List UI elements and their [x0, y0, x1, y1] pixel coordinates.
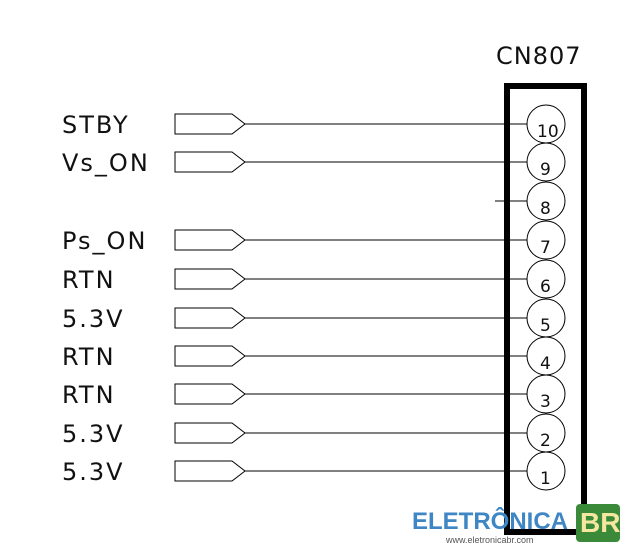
- pin-circle: [526, 259, 566, 299]
- net-flag: [174, 113, 246, 135]
- connector-body: [504, 83, 587, 535]
- net-label: 5.3V: [62, 458, 125, 486]
- watermark-logo: ELETRÔNICA www.eletronicabr.com BR: [412, 504, 641, 549]
- pin-number: 8: [540, 199, 551, 219]
- net-flag: [174, 345, 246, 367]
- net-flag: [174, 422, 246, 444]
- pin-number: 10: [537, 122, 559, 142]
- net-label: RTN: [62, 381, 116, 409]
- net-label: Vs_ON: [62, 149, 150, 177]
- pin-number: 4: [540, 354, 551, 374]
- watermark-badge: BR: [576, 504, 620, 542]
- net-flag: [174, 229, 246, 251]
- connector-name: CN807: [496, 42, 582, 70]
- watermark-badge-text: BR: [580, 507, 621, 538]
- watermark-url: www.eletronicabr.com: [446, 535, 534, 545]
- pin-circle: [526, 181, 566, 221]
- pin-number: 2: [540, 431, 551, 451]
- pin-number: 5: [540, 316, 551, 336]
- watermark-brand: ELETRÔNICA: [412, 508, 568, 535]
- net-flag: [174, 268, 246, 290]
- net-flag: [174, 460, 246, 482]
- pin-circle: [526, 142, 566, 182]
- pin-circle: [526, 220, 566, 260]
- net-label: STBY: [62, 111, 130, 139]
- net-flag: [174, 151, 246, 173]
- pin-number: 7: [540, 238, 551, 258]
- net-label: RTN: [62, 266, 116, 294]
- net-label: Ps_ON: [62, 227, 147, 255]
- pin-number: 6: [540, 277, 551, 297]
- net-flag: [174, 307, 246, 329]
- net-label: 5.3V: [62, 305, 125, 333]
- pin-number: 1: [540, 469, 551, 489]
- net-label: RTN: [62, 343, 116, 371]
- net-label: 5.3V: [62, 420, 125, 448]
- pin-number: 3: [540, 392, 551, 412]
- pin-circle: [526, 374, 566, 414]
- pin-circle: [526, 451, 566, 491]
- net-flag: [174, 383, 246, 405]
- pin-number: 9: [540, 160, 551, 180]
